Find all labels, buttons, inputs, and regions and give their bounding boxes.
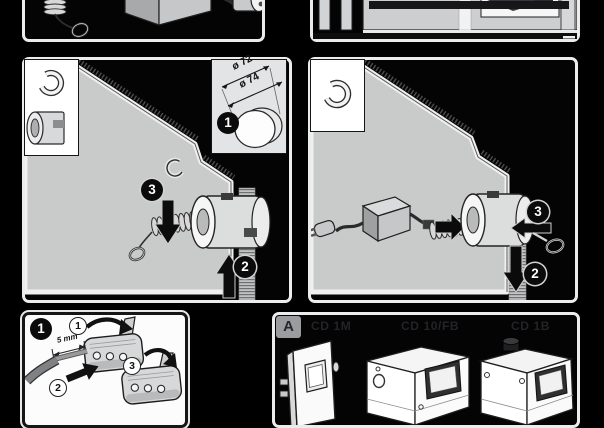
parts-overview-art <box>25 0 262 39</box>
clip-crown-art <box>25 60 77 154</box>
guide-rail-icon <box>319 0 330 30</box>
panel-plug-connection: 3 2 <box>308 57 578 303</box>
curved-arrow-open-icon <box>87 320 125 328</box>
model-label: CD 1B <box>511 319 550 333</box>
coil-spring-icon <box>44 0 90 39</box>
section-label: A <box>276 316 301 338</box>
c-clip-icon <box>37 69 64 96</box>
power-adapter-box-icon <box>125 0 211 25</box>
display-box-device-with-cap-icon <box>481 338 573 426</box>
step-insert-wire: 2 <box>49 379 67 397</box>
clip-art <box>311 60 363 130</box>
step-badge-slide-up: 2 <box>234 256 256 278</box>
step-badge-slide-down: 2 <box>524 263 546 285</box>
shutter-box-cutaway-art <box>313 0 577 39</box>
manual-page: { "colors": { "page_bg": "#000000", "pan… <box>0 0 604 403</box>
inset-tube-diameter-detail: ø 72 ø 74 1 <box>211 59 287 154</box>
inset-clip-and-crown <box>24 59 79 156</box>
adapter-hub-icon <box>461 191 534 246</box>
motor-head-cables-icon <box>211 0 262 12</box>
panel-installed-view <box>310 0 580 42</box>
inset-clip <box>310 59 365 132</box>
model-label: CD 10/FB <box>401 319 459 333</box>
wall-plate-device-icon <box>280 341 339 425</box>
display-box-device-icon <box>367 347 469 425</box>
panel-parts-overview <box>22 0 265 42</box>
panel-compatible-devices: A CD 1M CD 10/FB CD 1B <box>272 312 580 428</box>
panel-spring-insertion: ø 72 ø 74 1 3 2 <box>22 57 292 303</box>
crown-adapter-icon <box>27 112 64 144</box>
panel-wire-connection: 1 1 2 3 5 mm <box>22 312 188 428</box>
model-label: CD 1M <box>311 319 351 333</box>
detail-badge: 1 <box>217 112 239 134</box>
step-badge-insert-clip: 3 <box>141 179 163 201</box>
panel-badge: 1 <box>30 318 52 340</box>
adapter-hub-icon <box>191 193 270 248</box>
step-badge-secure-pin: 3 <box>527 201 549 223</box>
c-clip-icon <box>322 79 352 109</box>
step-close-lever: 3 <box>123 357 141 375</box>
cotter-pin-icon <box>533 233 565 255</box>
guide-rail-icon <box>341 0 352 30</box>
